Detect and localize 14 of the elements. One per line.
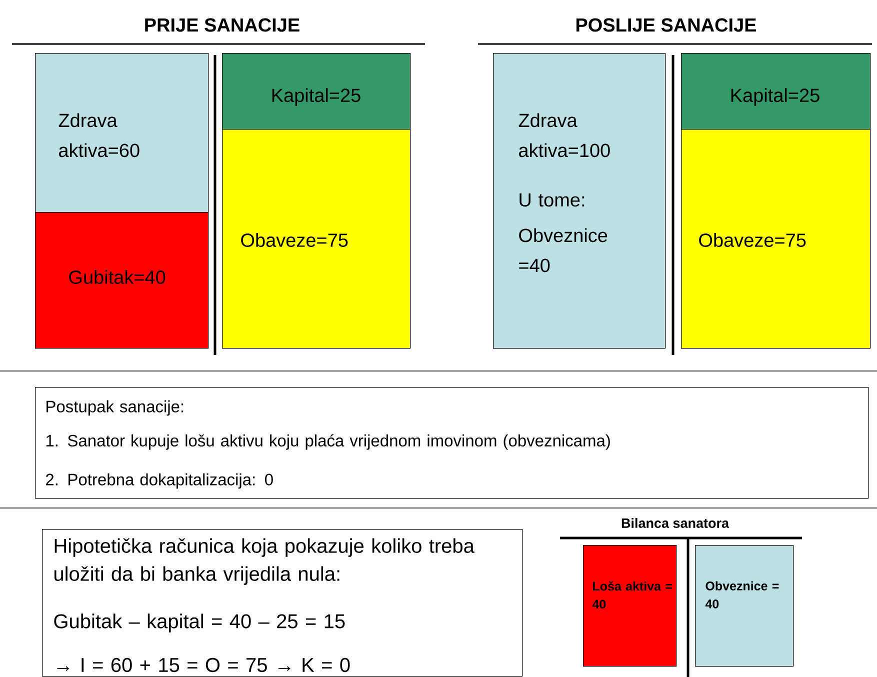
asset-box: Zdrava aktiva=60 <box>35 53 209 213</box>
table-title: Bilanca sanatora <box>622 518 730 528</box>
section-title: POSLIJE SANACIJE <box>576 18 756 32</box>
text-box: Postupak sanacije: 1. Sanator kupuje lošu aktivu koju plaća vrijednom imovinom (obveznicama) 2. Potrebna dokapitalizacija: 0 <box>35 387 869 499</box>
asset-box: Loša aktiva = 40 <box>583 545 677 667</box>
liability-box: Obaveze=75 <box>222 128 411 349</box>
section-title: PRIJE SANACIJE <box>145 18 300 32</box>
loss-box: Gubitak=40 <box>35 212 209 349</box>
capital-box: Kapital=25 <box>681 53 871 130</box>
capital-box: Kapital=25 <box>222 53 411 130</box>
liability-box: Obaveze=75 <box>681 128 871 349</box>
text-box: Hipotetička računica koja pokazuje koliko treba uložiti da bi banka vrijedila nula: Gubitak – kapital = 40 – 25 = 15 → I = 60 + 15 = O = 75 → K = 0 <box>42 529 523 677</box>
asset-box: Zdrava aktiva=100 U tome: Obveznice =40 <box>493 53 666 349</box>
bond-box: Obveznice = 40 <box>695 545 794 667</box>
